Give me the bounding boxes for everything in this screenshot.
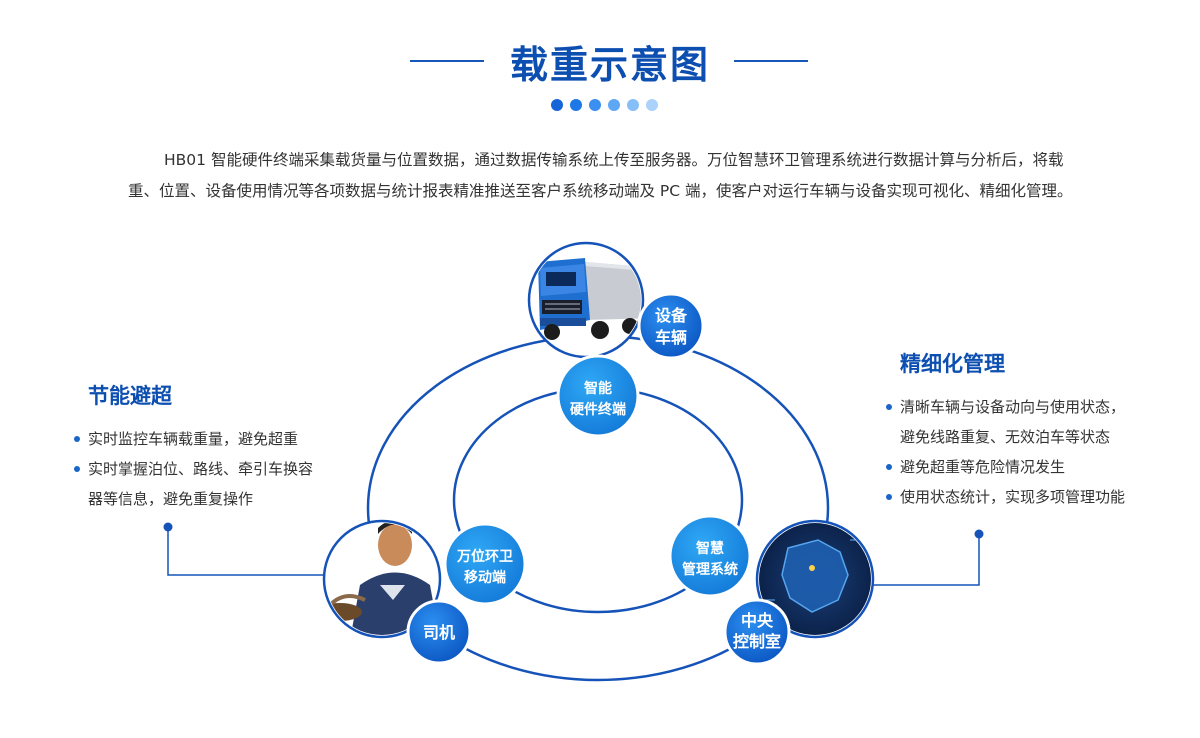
control-photo (755, 519, 875, 639)
node-control: 中央 控制室 (723, 598, 791, 666)
dot-2 (570, 99, 582, 111)
dot-1 (551, 99, 563, 111)
list-item: 使用状态统计，实现多项管理功能 (885, 482, 1185, 512)
left-connector (167, 527, 325, 576)
title-dots (551, 99, 658, 111)
node-system-line1: 智慧 (695, 540, 724, 557)
truck-icon (531, 245, 641, 355)
node-control-line1: 中央 (741, 611, 774, 630)
page-title: 载重示意图 (509, 43, 710, 87)
node-vehicle-line1: 设备 (655, 306, 688, 325)
left-connector-dot (163, 522, 173, 532)
right-connector (873, 534, 980, 586)
driver-photo (322, 519, 442, 639)
intro-paragraph: HB01 智能硬件终端采集载货量与位置数据，通过数据传输系统上传至服务器。万位智… (128, 151, 1073, 200)
dot-3 (589, 99, 601, 111)
list-item: 避免超重等危险情况发生 (885, 452, 1185, 482)
node-driver-label: 司机 (423, 623, 455, 642)
node-mobile-line1: 万位环卫 (456, 548, 513, 565)
right-connector-dot (974, 529, 984, 539)
section-header: 载重示意图 (0, 30, 1200, 90)
dot-5 (627, 99, 639, 111)
driver-icon (326, 523, 438, 635)
right-panel-bullets: 清晰车辆与设备动向与使用状态， 避免线路重复、无效泊车等状态 避免超重等危险情况… (885, 392, 1185, 512)
node-control-line2: 控制室 (733, 632, 781, 651)
node-driver: 司机 (406, 599, 472, 665)
left-panel-bullets: 实时监控车辆载重量，避免超重 实时掌握泊位、路线、牵引车换容 器等信息，避免重复… (73, 424, 363, 514)
node-mobile: 万位环卫 移动端 (443, 522, 527, 606)
list-item: 实时监控车辆载重量，避免超重 (73, 424, 363, 454)
header-line-left (410, 60, 484, 62)
node-vehicle-line2: 车辆 (655, 328, 687, 347)
vehicle-photo (527, 241, 645, 359)
node-hardware-line1: 智能 (583, 380, 612, 397)
dot-6 (646, 99, 658, 111)
left-panel-title: 节能避超 (88, 384, 172, 408)
node-hardware-line2: 硬件终端 (570, 401, 626, 418)
node-vehicle: 设备 车辆 (637, 292, 705, 360)
header-line-right (734, 60, 808, 62)
node-system: 智慧 管理系统 (668, 514, 752, 598)
node-hardware: 智能 硬件终端 (556, 354, 640, 438)
list-item: 避免线路重复、无效泊车等状态 (900, 428, 1111, 446)
dot-4 (608, 99, 620, 111)
list-item: 实时掌握泊位、路线、牵引车换容 (73, 454, 363, 484)
node-system-line2: 管理系统 (682, 561, 738, 578)
list-item: 清晰车辆与设备动向与使用状态， (885, 392, 1185, 422)
list-item: 器等信息，避免重复操作 (88, 490, 254, 508)
node-mobile-line2: 移动端 (464, 569, 506, 586)
right-panel-title: 精细化管理 (900, 352, 1005, 376)
